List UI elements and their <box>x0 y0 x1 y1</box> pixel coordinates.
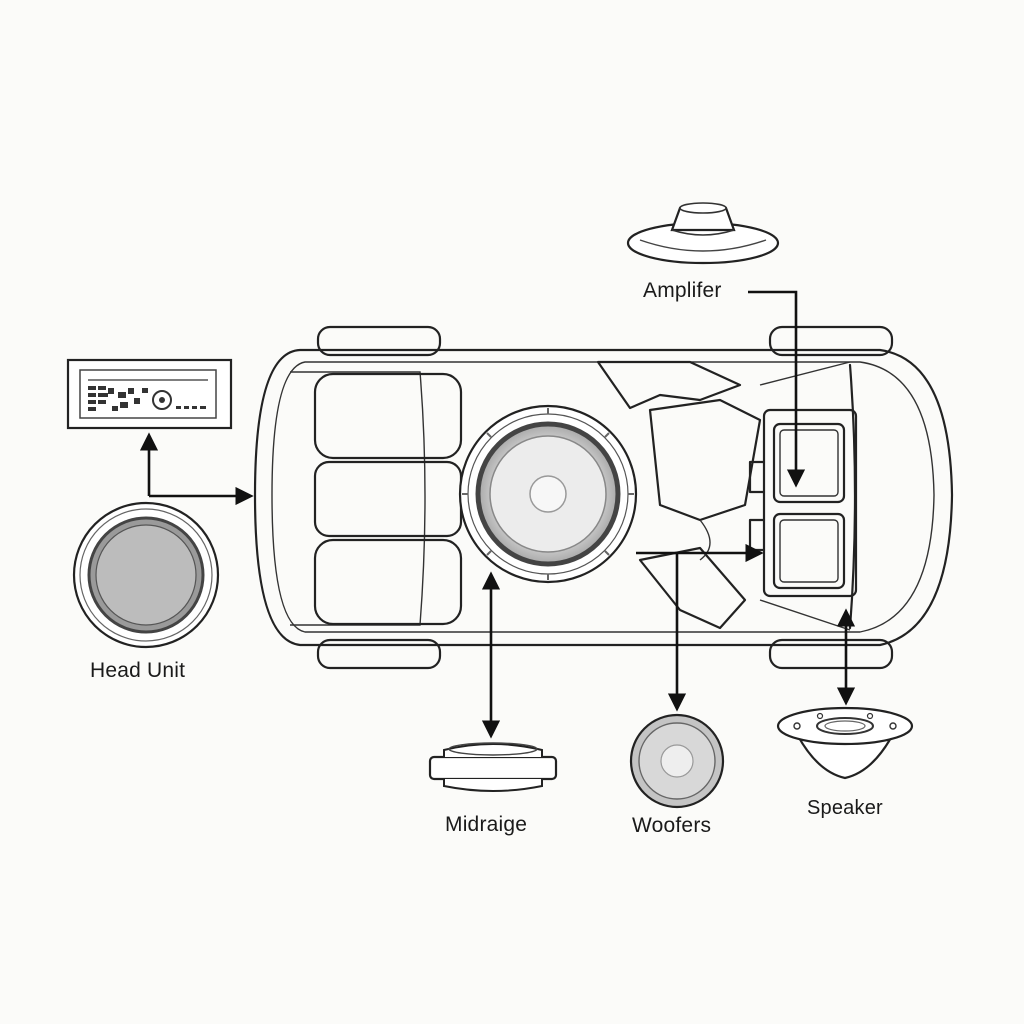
amplifier-dome-icon <box>626 202 780 265</box>
amplifier-label: Amplifer <box>643 279 722 302</box>
midrange-label: Midraige <box>445 813 528 836</box>
speaker-cone-icon <box>776 706 914 780</box>
head-unit-radio-icon <box>66 358 233 430</box>
woofer-icon <box>629 713 725 809</box>
woofers-label: Woofers <box>632 814 712 837</box>
midrange-speaker-icon <box>428 742 558 792</box>
connection-arrows <box>139 290 856 739</box>
subwoofer-icon <box>458 404 638 584</box>
arrow-amplifier <box>748 290 806 488</box>
head-unit-label: Head Unit <box>90 659 186 682</box>
speaker-label: Speaker <box>807 797 883 819</box>
round-speaker-icon <box>72 501 220 649</box>
